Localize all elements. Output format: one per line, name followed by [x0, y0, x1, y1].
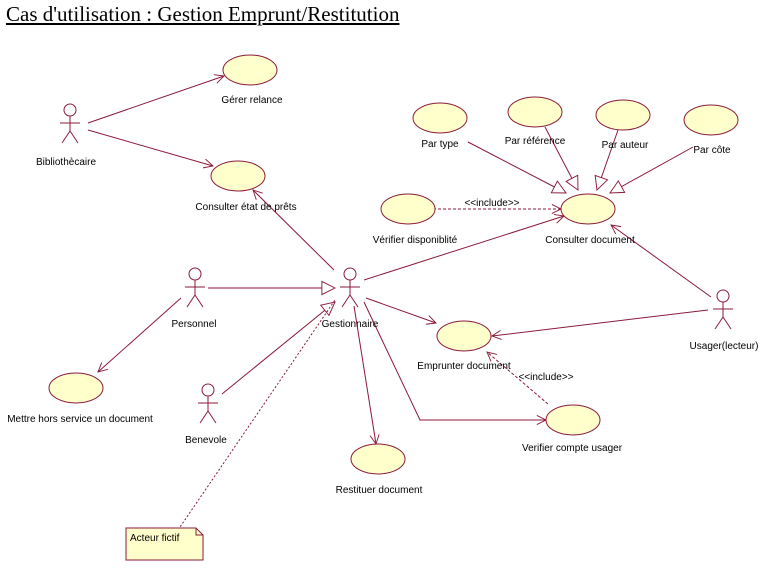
connectors [87, 76, 712, 531]
assoc-personnel-mettre-hors-service [98, 297, 182, 372]
actor-label: Bibliothècaire [36, 157, 96, 168]
assoc-gestionnaire-verifier-compte [363, 301, 546, 420]
note-anchor-line [177, 299, 336, 531]
use-case-label: Consulter état de prêts [195, 202, 296, 213]
assoc-gestionnaire-restituer-document [353, 305, 376, 444]
assoc-bibliothecaire-consulter-etat [87, 129, 213, 166]
actor-label: Benevole [185, 435, 227, 446]
use-case-gerer-relance: Gérer relance [221, 54, 283, 106]
stick-figure-icon [60, 103, 80, 144]
use-case-label: Par type [421, 139, 459, 150]
actor-label: Usager(lecteur) [690, 341, 759, 352]
note-acteur-fictif: Acteur fictif [125, 527, 204, 561]
use-case-par-cote: Par côte [683, 104, 739, 156]
gen-par-type-consulter [467, 141, 566, 193]
actor-personnel: Personnel [171, 267, 217, 330]
use-case-par-type: Par type [412, 102, 468, 150]
include-stereotype-label: <<include>> [518, 372, 573, 383]
gen-par-cote-consulter [610, 146, 694, 193]
actor-usager: Usager(lecteur) [690, 289, 759, 352]
actor-label: Gestionnaire [322, 319, 379, 330]
use-case-label: Vérifier disponiblité [373, 235, 458, 246]
use-case-label: Par référence [505, 136, 566, 147]
include-verifier-compte [487, 352, 549, 405]
use-case-consulter-etat-prets: Consulter état de prêts [195, 160, 297, 213]
use-case-verifier-disponibilite: Vérifier disponiblité [373, 193, 458, 246]
diagram-title: Cas d'utilisation : Gestion Emprunt/Rest… [6, 2, 400, 26]
use-case-par-auteur: Par auteur [595, 99, 651, 151]
gen-par-reference-consulter [544, 126, 578, 190]
use-case-par-reference: Par référence [505, 96, 566, 147]
use-case-label: Mettre hors service un document [7, 414, 153, 425]
stick-figure-icon [185, 267, 205, 308]
assoc-usager-consulter-document [611, 225, 712, 298]
assoc-usager-emprunter-document [492, 309, 709, 336]
use-case-restituer-document: Restituer document [336, 443, 423, 496]
use-case-label: Gérer relance [221, 95, 283, 106]
use-case-verifier-compte-usager: Verifier compte usager [522, 404, 623, 454]
stick-figure-icon [340, 267, 360, 308]
use-case-emprunter-document: Emprunter document [417, 320, 511, 372]
stick-figure-icon [713, 289, 733, 330]
use-case-consulter-document: Consulter document [545, 193, 635, 246]
assoc-bibliothecaire-gerer-relance [87, 76, 224, 124]
actor-label: Personnel [171, 319, 216, 330]
use-case-label: Verifier compte usager [522, 443, 623, 454]
actor-bibliothecaire: Bibliothècaire [36, 103, 96, 168]
assoc-gestionnaire-emprunter-document [365, 297, 436, 323]
use-case-label: Par côte [693, 145, 731, 156]
stick-figure-icon [198, 383, 218, 424]
actor-gestionnaire: Gestionnaire [322, 267, 379, 330]
gen-par-auteur-consulter [597, 129, 619, 190]
use-case-label: Restituer document [336, 485, 423, 496]
use-case-mettre-hors-service: Mettre hors service un document [7, 372, 153, 425]
assoc-gestionnaire-consulter-document [363, 216, 564, 281]
gen-benevole-gestionnaire [221, 302, 335, 395]
actor-benevole: Benevole [185, 383, 227, 446]
use-case-label: Par auteur [602, 140, 649, 151]
assoc-gestionnaire-consulter-etat [253, 190, 335, 271]
note-text: Acteur fictif [130, 533, 180, 544]
use-case-label: Consulter document [545, 235, 635, 246]
include-stereotype-label: <<include>> [464, 198, 519, 209]
use-case-label: Emprunter document [417, 361, 511, 372]
